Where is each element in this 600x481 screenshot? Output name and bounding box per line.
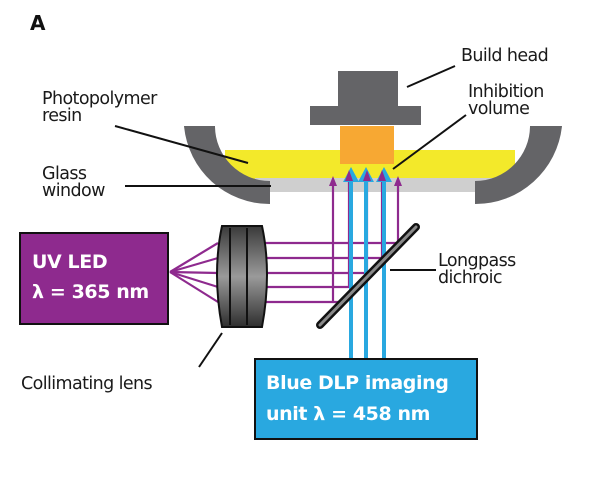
leader-lines <box>114 65 467 368</box>
inhibition-volume-label-2: volume <box>468 99 529 119</box>
dichroic-highlight <box>318 225 418 327</box>
printed-part <box>340 126 394 164</box>
photopolymer-resin-label-1: Photopolymer <box>42 89 158 109</box>
uv-led-label: UV LED <box>32 251 107 273</box>
uv-led-box <box>19 232 169 325</box>
glass-window-label-2: window <box>42 181 105 201</box>
vat-housing-left <box>184 126 270 205</box>
panel-label: A <box>30 11 46 35</box>
blue-dlp-wavelength: unit λ = 458 nm <box>266 403 430 425</box>
uv-divergent-rays <box>169 242 219 303</box>
vat-housing-right <box>475 126 562 205</box>
blue-dlp-label: Blue DLP imaging <box>266 372 448 394</box>
longpass-dichroic-label-2: dichroic <box>438 268 502 288</box>
collimating-lens <box>216 225 268 328</box>
glass-window-label-1: Glass <box>42 164 87 184</box>
photopolymer-resin-label-2: resin <box>42 106 82 126</box>
build-head-top <box>338 71 398 107</box>
build-head-plate <box>310 106 421 125</box>
longpass-dichroic-label-1: Longpass <box>438 251 516 271</box>
blue-dlp-box <box>254 358 478 440</box>
uv-collimated-rays <box>262 241 400 304</box>
uv-led-wavelength: λ = 365 nm <box>32 281 149 303</box>
collimating-lens-label: Collimating lens <box>21 374 152 394</box>
blue-dlp-rays <box>349 180 386 358</box>
glass-window <box>255 178 495 192</box>
inhibition-volume-label-1: Inhibition <box>468 82 544 102</box>
uv-arrowheads <box>329 170 402 186</box>
build-head-label: Build head <box>461 46 548 66</box>
